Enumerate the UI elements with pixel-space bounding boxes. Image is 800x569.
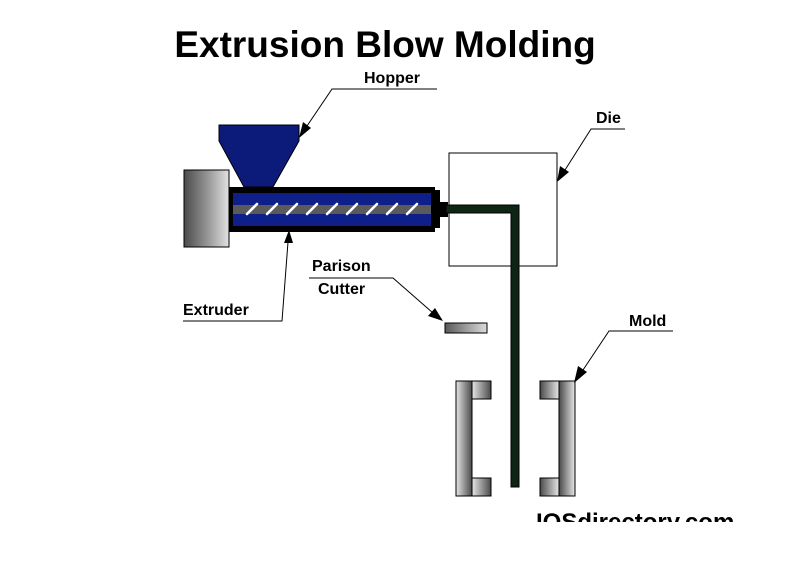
hopper-funnel — [218, 124, 300, 188]
extruder-barrel — [229, 187, 448, 232]
hopper — [218, 124, 300, 188]
label-hopper: Hopper — [364, 70, 420, 87]
watermark-logo: IQSdirectory.com — [536, 509, 734, 536]
screw-flights — [245, 202, 419, 216]
mold-left-half — [455, 380, 492, 497]
parison — [445, 204, 520, 488]
mold-right-half — [539, 380, 576, 497]
parison-cutter-blade — [444, 322, 488, 334]
mold-leader — [574, 330, 673, 383]
die-leader — [557, 128, 625, 182]
label-cutter: Cutter — [318, 281, 365, 298]
label-die: Die — [596, 110, 621, 127]
hopper-leader — [299, 88, 437, 138]
label-parison: Parison — [312, 258, 371, 275]
label-extruder: Extruder — [183, 302, 249, 319]
extruder-drive-block — [183, 169, 230, 248]
parison-cutter-leader — [309, 277, 443, 321]
extruder-leader — [183, 230, 293, 322]
diagram-title: Extrusion Blow Molding — [174, 24, 595, 65]
label-mold: Mold — [629, 313, 666, 330]
